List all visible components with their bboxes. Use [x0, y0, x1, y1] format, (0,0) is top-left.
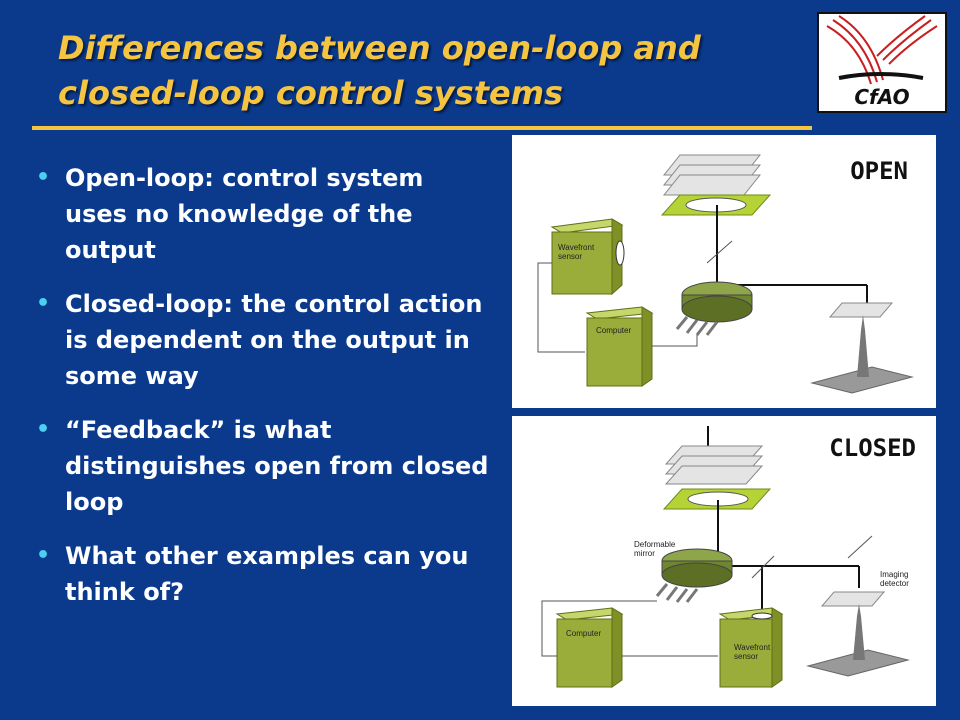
open-loop-illustration: Wavefront sensor Computer [537, 154, 914, 394]
svg-text:sensor: sensor [558, 252, 582, 261]
title-line-1: Differences between open-loop and [58, 29, 701, 67]
bullet-item: •Open-loop: control system uses no knowl… [30, 160, 490, 268]
closed-loop-illustration: Deformable mirror Imaging detector Compu… [541, 426, 910, 688]
open-loop-diagram: Wavefront sensor Computer OPEN [512, 135, 936, 408]
bullet-item: •“Feedback” is what distinguishes open f… [30, 412, 490, 520]
bullet-dot-icon: • [36, 165, 51, 190]
bullet-dot-icon: • [36, 417, 51, 442]
detector-label: Imaging [880, 570, 908, 579]
svg-text:detector: detector [880, 579, 909, 588]
title-line-2: closed-loop control systems [58, 74, 564, 112]
svg-text:CfAO: CfAO [854, 85, 909, 109]
bullet-item: •Closed-loop: the control action is depe… [30, 286, 490, 394]
open-label: OPEN [850, 157, 908, 185]
wfs-label: Wavefront [558, 243, 595, 252]
cfao-logo-icon: CfAO [826, 15, 938, 109]
slide-title: Differences between open-loop and closed… [58, 26, 798, 116]
svg-text:mirror: mirror [634, 549, 655, 558]
cfao-logo: CfAO [817, 12, 947, 113]
title-underline [32, 126, 812, 130]
bullet-dot-icon: • [36, 291, 51, 316]
computer-label: Computer [596, 326, 631, 335]
closed-label: CLOSED [829, 434, 916, 462]
dm-label: Deformable [634, 540, 676, 549]
bullet-dot-icon: • [36, 543, 51, 568]
bullet-list: •Open-loop: control system uses no knowl… [30, 160, 490, 628]
wfs-label-closed: Wavefront [734, 643, 771, 652]
computer-label-closed: Computer [566, 629, 601, 638]
bullet-item: •What other examples can you think of? [30, 538, 490, 610]
svg-text:sensor: sensor [734, 652, 758, 661]
closed-loop-diagram: Deformable mirror Imaging detector Compu… [512, 416, 936, 706]
